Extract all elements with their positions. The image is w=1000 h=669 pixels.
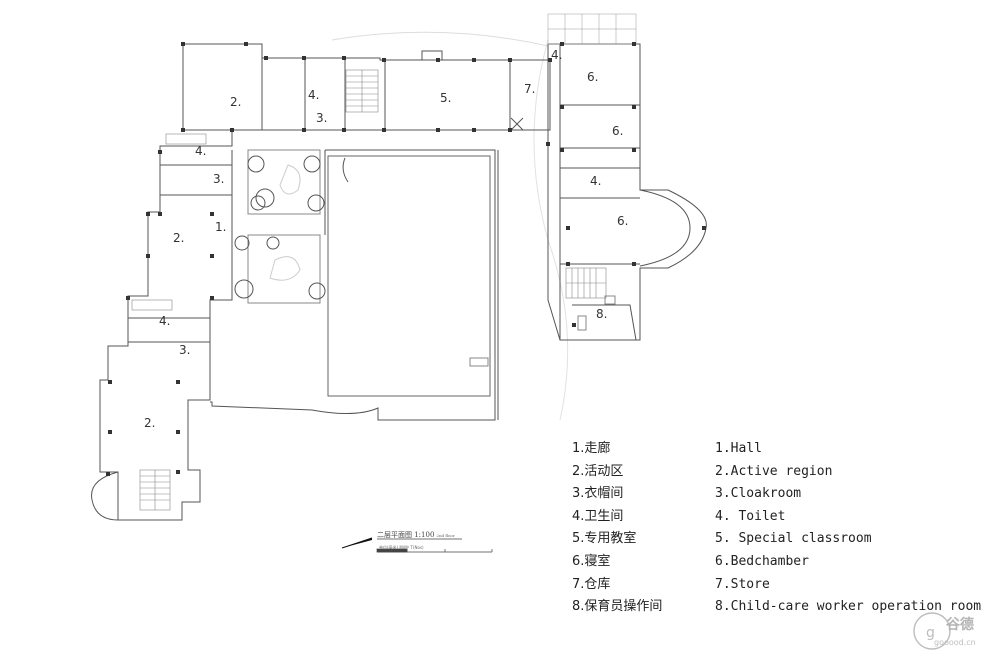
room-label-cloakroom: 3. — [179, 343, 190, 357]
room-label-toilet: 4. — [308, 88, 319, 102]
scale-bar-title-sub: 2nd floor — [436, 533, 455, 538]
legend-en-item: 3.Cloakroom — [715, 486, 802, 502]
legend-en-item: 1.Hall — [715, 441, 762, 456]
room-label-toilet: 4. — [159, 314, 170, 328]
room-label-bedchamber: 6. — [587, 70, 598, 84]
svg-text:g: g — [926, 625, 935, 641]
legend-cn-item: 7.仓库 — [572, 576, 611, 592]
room-label-active-region: 2. — [144, 416, 155, 430]
north-arrow-icon — [341, 537, 373, 549]
legend-cn-item: 4.卫生间 — [572, 508, 624, 524]
legend-en-item: 4. Toilet — [715, 508, 786, 524]
legend-cn-item: 5.专用教室 — [572, 531, 637, 547]
wall-top-strip — [182, 43, 551, 131]
courtyard-left — [247, 149, 321, 215]
room-label-cloakroom: 3. — [213, 172, 224, 186]
structural-columns — [106, 42, 706, 476]
legend-en-item: 6.Bedchamber — [715, 553, 809, 569]
legend-cn-item: 3.衣帽间 — [572, 486, 624, 502]
room-label-store: 7. — [524, 82, 535, 96]
room-label-cloakroom: 3. — [316, 111, 327, 125]
room-label-toilet: 4. — [590, 174, 601, 188]
legend-en-item: 8.Child-care worker operation room — [715, 599, 982, 615]
legend-cn-item: 2.活动区 — [572, 463, 624, 479]
legend-cn-item: 8.保育员操作间 — [572, 599, 663, 615]
room-label-active-region: 2. — [173, 231, 184, 245]
legend-en-item: 7.Store — [715, 576, 770, 592]
legend-cn-item: 6.寝室 — [572, 553, 611, 569]
room-label-bedchamber: 6. — [617, 214, 628, 228]
legend-en-item: 5. Special classroom — [715, 531, 872, 547]
svg-text:gooood.cn: gooood.cn — [934, 638, 976, 647]
scale-bar-title-text: 二层平面图 1:100 — [377, 531, 435, 539]
room-label-special-classroom: 5. — [440, 91, 451, 105]
room-label-active-region: 2. — [230, 95, 241, 109]
svg-text:谷德: 谷德 — [946, 616, 974, 633]
room-label-hall: 1. — [215, 220, 226, 234]
legend-english: 1.Hall 2.Active region 3.Cloakroom 4. Toile… — [715, 438, 981, 619]
room-label-toilet: 4. — [195, 144, 206, 158]
legend-cn-item: 1.走廊 — [572, 441, 611, 456]
watermark-logo: g 谷德 gooood.cn — [913, 612, 976, 650]
legend-chinese: 1.走廊 2.活动区 3.衣帽间 4.卫生间 5.专用教室 6.寝室 7.仓库 8.保育员操作… — [572, 438, 662, 619]
wall-central-hall — [210, 149, 496, 421]
scale-bar — [376, 538, 493, 553]
room-label-toilet: 4. — [551, 48, 562, 62]
room-labels: 2. 4. 3. 5. 7. 4. 6. 6. 4. 6. 8. 4. 3. 1… — [144, 48, 628, 430]
legend-en-item: 2.Active region — [715, 463, 833, 479]
room-label-bedchamber: 6. — [612, 124, 623, 138]
scale-bar-subtitle: 单位(毫米) M/M² T(Nos) — [379, 545, 424, 550]
room-label-operation-room: 8. — [596, 307, 607, 321]
